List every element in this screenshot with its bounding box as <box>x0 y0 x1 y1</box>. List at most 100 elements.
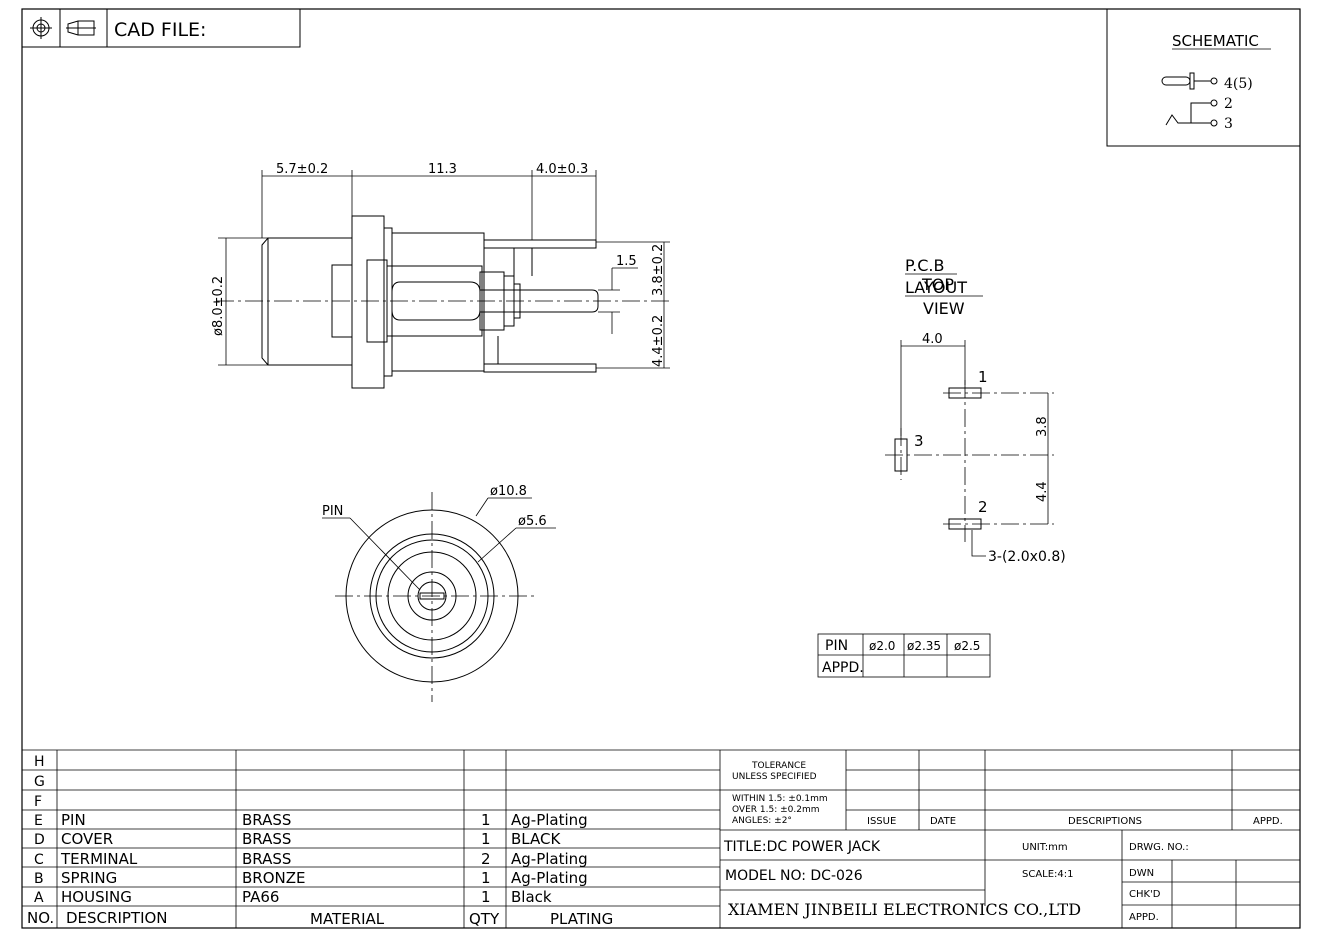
pin-table-h1: ø2.0 <box>869 639 895 653</box>
bom-e-material: BRASS <box>242 811 291 829</box>
bom-d-desc: COVER <box>61 830 113 848</box>
bom-a-qty: 1 <box>481 888 491 906</box>
schematic-title: SCHEMATIC <box>1172 32 1259 50</box>
pcb-pad-3-label: 3 <box>914 432 924 450</box>
pcb-layout: P.C.B LAYOUT TOP VIEW 4.0 1 2 3 3.8 4.4 … <box>885 256 1066 565</box>
bom-letter-c: C <box>34 852 44 868</box>
dim-4-4: 4.4±0.2 <box>651 315 666 367</box>
bom-table <box>22 749 1300 928</box>
sheet-border <box>21 8 1301 929</box>
title-block-text: TOLERANCE UNLESS SPECIFIED WITHIN 1.5: ±… <box>723 761 1283 923</box>
company-name: XIAMEN JINBEILI ELECTRONICS CO.,LTD <box>728 900 1081 919</box>
pin-table: PIN ø2.0 ø2.35 ø2.5 APPD. <box>817 633 991 678</box>
pcb-dim-4-0: 4.0 <box>922 332 943 347</box>
drawn-label: DWN <box>1129 868 1154 879</box>
bom-b-material: BRONZE <box>242 869 306 887</box>
pin-table-h3: ø2.5 <box>954 639 980 653</box>
issue-label: ISSUE <box>867 816 896 827</box>
dim-4-0: 4.0±0.3 <box>536 162 588 177</box>
bom-headers: NO. DESCRIPTION MATERIAL QTY PLATING <box>27 909 613 928</box>
dim-dia-8: ø8.0±0.2 <box>211 276 226 336</box>
descriptions-label: DESCRIPTIONS <box>1068 816 1142 827</box>
bom-c-material: BRASS <box>242 850 291 868</box>
bom-letters: H G F E D C B A <box>34 754 45 906</box>
tolerance-angles: ANGLES: ±2° <box>732 816 792 826</box>
dim-3-8: 3.8±0.2 <box>651 244 666 296</box>
bom-letter-b: B <box>34 871 44 887</box>
bom-letter-g: G <box>34 774 45 790</box>
drawing-number-label: DRWG. NO.: <box>1129 842 1189 853</box>
bom-rows: PIN BRASS 1 Ag-Plating COVER BRASS 1 BLA… <box>60 811 588 906</box>
dim-11-3: 11.3 <box>428 162 457 177</box>
label-dia-10-8: ø10.8 <box>490 484 527 499</box>
pcb-pad-3 <box>894 438 908 472</box>
tolerance-over: OVER 1.5: ±0.2mm <box>732 805 819 815</box>
bom-e-plating: Ag-Plating <box>511 811 588 829</box>
bom-a-desc: HOUSING <box>61 888 132 906</box>
third-angle-projection-icon <box>30 17 96 39</box>
dim-5-7: 5.7±0.2 <box>276 162 328 177</box>
schematic-pin-45: 4(5) <box>1224 76 1253 92</box>
pcb-pad-1-label: 1 <box>978 368 988 386</box>
bom-d-plating: BLACK <box>511 830 561 848</box>
bom-b-desc: SPRING <box>61 869 117 887</box>
bom-letter-d: D <box>34 832 45 848</box>
bom-c-desc: TERMINAL <box>60 850 138 868</box>
bom-header-material: MATERIAL <box>310 910 385 928</box>
label-dia-5-6: ø5.6 <box>518 514 547 529</box>
bom-b-plating: Ag-Plating <box>511 869 588 887</box>
pin-table-row-label: APPD. <box>822 660 864 676</box>
schematic-pin-3: 3 <box>1224 116 1233 132</box>
pcb-pad-2 <box>948 518 982 530</box>
bom-c-plating: Ag-Plating <box>511 850 588 868</box>
bom-letter-f: F <box>34 794 42 810</box>
pcb-title-2: LAYOUT <box>905 278 967 297</box>
pcb-dim-4-4: 4.4 <box>1035 481 1050 502</box>
tolerance-label-1: TOLERANCE <box>751 761 806 771</box>
pin-table-h2: ø2.35 <box>907 639 941 653</box>
bom-header-qty: QTY <box>469 910 500 928</box>
bom-a-material: PA66 <box>242 888 279 906</box>
bom-header-plating: PLATING <box>550 910 613 928</box>
side-view: 5.7±0.2 11.3 4.0±0.3 ø8.0±0.2 3.8±0.2 4.… <box>211 162 672 389</box>
pcb-pad-2-label: 2 <box>978 498 988 516</box>
title-block <box>720 750 1300 928</box>
drawing-title: TITLE:DC POWER JACK <box>723 839 881 855</box>
bom-letter-a: A <box>34 890 44 906</box>
date-label: DATE <box>930 816 956 827</box>
tolerance-within: WITHIN 1.5: ±0.1mm <box>732 794 828 804</box>
scale-label: SCALE:4:1 <box>1022 869 1074 880</box>
schematic-pin-2: 2 <box>1224 96 1233 112</box>
bom-b-qty: 1 <box>481 869 491 887</box>
approved-label: APPD. <box>1129 912 1159 923</box>
bom-d-qty: 1 <box>481 830 491 848</box>
bom-a-plating: Black <box>511 888 552 906</box>
pin-table-h0: PIN <box>825 638 848 654</box>
checked-label: CHK'D <box>1129 889 1161 900</box>
bom-e-desc: PIN <box>61 811 86 829</box>
bom-c-qty: 2 <box>481 850 491 868</box>
bom-header-desc: DESCRIPTION <box>66 909 168 927</box>
pcb-title-overlap: TOP <box>921 275 954 294</box>
dim-1-5: 1.5 <box>616 254 637 269</box>
model-number: MODEL NO: DC-026 <box>725 868 863 884</box>
pcb-pad-1 <box>948 387 982 399</box>
front-view: ø10.8 ø5.6 PIN <box>322 484 556 702</box>
appd-label: APPD. <box>1253 816 1283 827</box>
bom-header-no: NO. <box>27 909 54 927</box>
cad-file-label: CAD FILE: <box>114 19 206 41</box>
tolerance-label-2: UNLESS SPECIFIED <box>732 772 817 782</box>
bom-letter-h: H <box>34 754 45 770</box>
pcb-pad-note: 3-(2.0x0.8) <box>988 549 1066 565</box>
unit-label: UNIT:mm <box>1022 842 1068 853</box>
cad-header: CAD FILE: <box>21 8 301 48</box>
schematic-box: SCHEMATIC 4(5) 2 3 <box>1106 9 1300 147</box>
bom-e-qty: 1 <box>481 811 491 829</box>
label-pin: PIN <box>322 504 343 519</box>
pcb-title-3: VIEW <box>923 299 965 318</box>
bom-d-material: BRASS <box>242 830 291 848</box>
bom-letter-e: E <box>34 813 43 829</box>
pcb-title-1: P.C.B <box>905 256 944 275</box>
pcb-dim-3-8: 3.8 <box>1035 416 1050 437</box>
